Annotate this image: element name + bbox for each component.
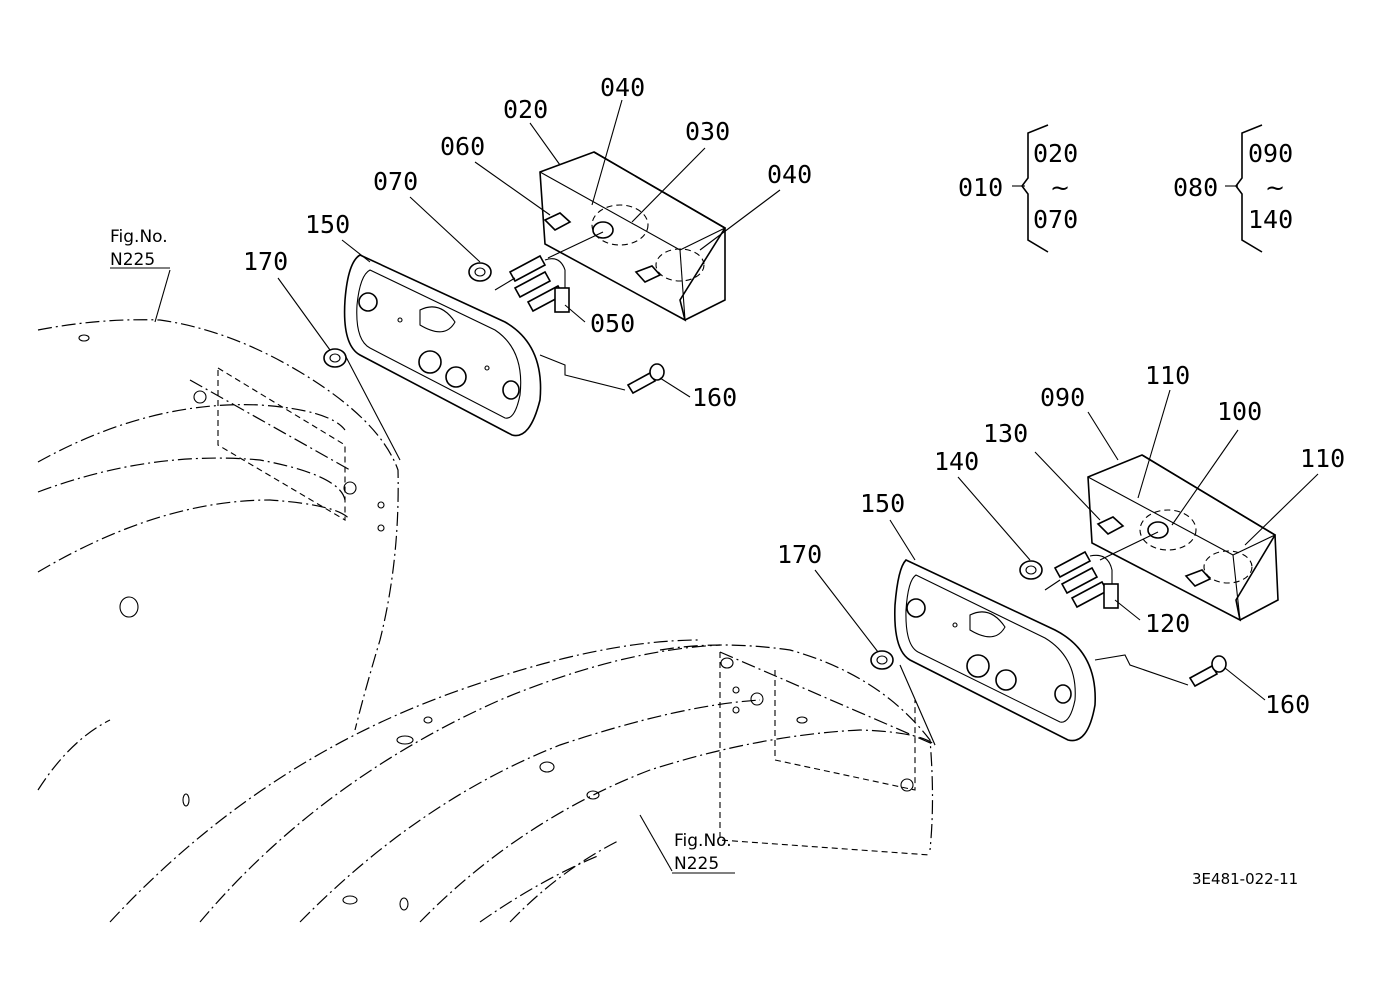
assembly-parent-010: 010 [958, 173, 1003, 202]
right-lamp-harness [1053, 550, 1119, 609]
left-lamp-callouts: 020 040 030 040 060 070 050 150 170 160 [243, 73, 812, 412]
callout-left-socket: 060 [440, 132, 485, 161]
right-lamp-lens [1087, 454, 1279, 622]
assembly-parent-080: 080 [1173, 173, 1218, 202]
assembly-range-tilde-010: ~ [1050, 174, 1070, 202]
callout-right-harness: 120 [1145, 609, 1190, 638]
right-lamp-grommet [1019, 560, 1043, 580]
fig-reference-lower: Fig.No. N225 [674, 831, 732, 874]
leader-lines [110, 99, 1319, 874]
right-lamp-bolt [1188, 655, 1227, 688]
left-lamp-bracket [343, 254, 542, 437]
callout-right-screw-a: 110 [1145, 361, 1190, 390]
assembly-brace-080 [1225, 124, 1263, 253]
fig-reference-upper: Fig.No. N225 [110, 227, 168, 270]
callout-left-bulb: 030 [685, 117, 730, 146]
right-lamp-lens-screws [1096, 516, 1212, 587]
fender-phantom-outline [37, 319, 936, 923]
fig-ref-lower-line1: Fig.No. [674, 831, 732, 851]
left-lamp-lens [539, 151, 727, 322]
callout-left-bolt: 160 [692, 383, 737, 412]
right-lamp-assembly [870, 454, 1279, 746]
assembly-range-tilde-080: ~ [1265, 174, 1285, 202]
callout-left-bracket: 150 [305, 210, 350, 239]
right-lamp-nut [870, 650, 894, 670]
callout-right-bulb: 100 [1217, 397, 1262, 426]
fig-ref-upper-line2: N225 [110, 250, 155, 270]
figure-code: 3E481-022-11 [1192, 870, 1298, 888]
callout-right-lens: 090 [1040, 383, 1085, 412]
fender-holes [78, 334, 914, 911]
assembly-range-start-010: 020 [1033, 139, 1078, 168]
fig-ref-lower-line2: N225 [674, 854, 719, 874]
right-lamp-callouts: 090 110 100 110 130 140 120 150 170 160 [777, 361, 1345, 719]
callout-left-grommet: 070 [373, 167, 418, 196]
callout-right-grommet: 140 [934, 447, 979, 476]
left-lamp-bulb [547, 221, 614, 259]
assembly-range-start-080: 090 [1248, 139, 1293, 168]
callout-right-bracket: 150 [860, 489, 905, 518]
assembly-legend-080: 080 090 ~ 140 [1173, 139, 1293, 234]
right-lamp-bulb [1099, 521, 1169, 561]
fig-ref-upper-line1: Fig.No. [110, 227, 168, 247]
left-lamp-bolt [626, 363, 665, 395]
assembly-range-end-010: 070 [1033, 205, 1078, 234]
callout-left-screw-b: 040 [767, 160, 812, 189]
callout-left-nut: 170 [243, 247, 288, 276]
callout-left-lens: 020 [503, 95, 548, 124]
callout-right-nut: 170 [777, 540, 822, 569]
callout-right-screw-b: 110 [1300, 444, 1345, 473]
left-lamp-grommet [468, 262, 492, 282]
callout-right-socket: 130 [983, 419, 1028, 448]
left-lamp-assembly [323, 151, 727, 461]
assembly-brace-010 [1012, 124, 1049, 253]
left-lamp-harness [508, 254, 570, 313]
right-lamp-bracket [893, 559, 1096, 742]
callout-left-harness: 050 [590, 309, 635, 338]
left-lamp-lens-screws [543, 212, 662, 283]
fender-mount-plates [189, 367, 936, 856]
assembly-range-end-080: 140 [1248, 205, 1293, 234]
callout-right-bolt: 160 [1265, 690, 1310, 719]
callout-left-screw-a: 040 [600, 73, 645, 102]
left-lamp-nut [323, 348, 347, 368]
assembly-legend-010: 010 020 ~ 070 [958, 139, 1078, 234]
